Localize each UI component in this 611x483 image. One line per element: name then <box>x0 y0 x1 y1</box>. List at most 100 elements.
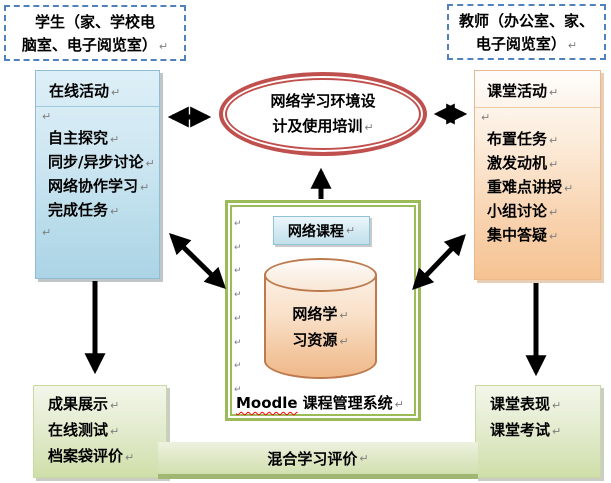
resources-line2-text: 习资源 <box>292 331 338 349</box>
cylinder-top <box>264 258 377 292</box>
students-location-box: 学生（家、学校电 脑室、电子阅览室）↵ <box>4 5 186 61</box>
paragraph-mark: ↵ <box>42 110 52 123</box>
list-item: 重难点讲授↵ <box>487 176 600 200</box>
training-ellipse: 网络学习环境设 计及使用培训↵ <box>219 72 427 156</box>
list-item: 在线测试↵ <box>48 418 166 444</box>
list-item: 课堂表现↵ <box>490 392 600 418</box>
resources-line1-text: 网络学 <box>292 305 338 323</box>
list-item: 完成任务↵ <box>48 199 159 223</box>
students-line1: 学生（家、学校电 <box>34 13 155 31</box>
list-item-text: 在线测试 <box>48 421 109 439</box>
empty-line: ↵ <box>36 107 159 125</box>
moodle-word: Moodle <box>236 394 298 412</box>
training-line2: 计及使用培训↵ <box>272 114 373 140</box>
list-item-text: 布置任务 <box>487 130 548 148</box>
paragraph-mark: ↵ <box>564 182 574 195</box>
paragraph-mark: ↵ <box>549 86 559 99</box>
list-item-text: 同步/异步讨论 <box>48 153 144 171</box>
paragraph-mark: ↵ <box>549 158 559 171</box>
paragraph-mark: ↵ <box>359 451 369 465</box>
classroom-activities-title: 课堂活动↵ <box>475 71 600 108</box>
paragraph-mark: ↵ <box>110 399 120 412</box>
list-item: 激发动机↵ <box>487 152 600 176</box>
list-item-text: 成果展示 <box>48 395 109 413</box>
list-item: 课堂考试↵ <box>490 418 600 444</box>
resources-line1: 网络学↵ <box>264 302 377 328</box>
online-activities-list: 自主探究↵同步/异步讨论↵网络协作学习↵完成任务↵ <box>36 125 159 223</box>
paragraph-mark: ↵ <box>552 425 562 438</box>
paragraph-mark: ↵ <box>234 384 242 395</box>
paragraph-mark: ↵ <box>234 242 242 253</box>
paragraph-mark: ↵ <box>158 40 169 53</box>
online-course-label: 网络课程 <box>287 223 344 240</box>
online-evaluation-box: 成果展示↵在线测试↵档案袋评价↵ <box>33 385 167 478</box>
list-item-text: 完成任务 <box>48 201 109 219</box>
paragraph-mark: ↵ <box>549 206 559 219</box>
list-item: 网络协作学习↵ <box>48 175 159 199</box>
paragraph-mark: ↵ <box>234 219 242 229</box>
classroom-evaluation-list: 课堂表现↵课堂考试↵ <box>476 386 600 444</box>
teachers-line2: 电子阅览室）↵ <box>455 33 598 57</box>
training-line1: 网络学习环境设 <box>270 91 376 110</box>
list-item: 同步/异步讨论↵ <box>48 151 159 175</box>
resources-label: 网络学↵ 习资源↵ <box>264 302 377 354</box>
title-text: 在线活动 <box>49 82 110 100</box>
students-line2: 脑室、电子阅览室）↵ <box>12 34 178 58</box>
blended-evaluation-label: 混合学习评价 <box>267 449 358 468</box>
list-item-text: 集中答疑 <box>487 226 548 244</box>
online-course-box: 网络课程↵ <box>273 216 370 245</box>
empty-line: ↵ <box>36 223 159 241</box>
paragraph-mark: ↵ <box>42 226 52 239</box>
paragraph-mark: ↵ <box>110 205 120 218</box>
paragraph-mark: ↵ <box>234 290 242 301</box>
paragraph-mark: ↵ <box>345 224 356 237</box>
paragraph-mark: ↵ <box>110 425 120 438</box>
list-item: 成果展示↵ <box>48 392 166 418</box>
paragraph-mark: ↵ <box>339 335 349 348</box>
paragraph-mark: ↵ <box>234 313 242 324</box>
list-item-text: 课堂表现 <box>490 395 551 413</box>
list-item-text: 档案袋评价 <box>48 447 124 465</box>
online-evaluation-list: 成果展示↵在线测试↵档案袋评价↵ <box>34 386 166 470</box>
paragraph-mark: ↵ <box>549 134 559 147</box>
list-item-text: 小组讨论 <box>487 202 548 220</box>
list-item: 小组讨论↵ <box>487 200 600 224</box>
students-line2-text: 脑室、电子阅览室） <box>21 36 157 54</box>
list-item: 档案袋评价↵ <box>48 444 166 470</box>
resources-database-cylinder: 网络学↵ 习资源↵ <box>264 258 377 379</box>
paragraph-mark: ↵ <box>234 266 242 277</box>
arrow-online-moodle <box>169 233 226 289</box>
list-item-text: 网络协作学习 <box>48 177 139 195</box>
classroom-activities-box: 课堂活动↵ ↵ 布置任务↵激发动机↵重难点讲授↵小组讨论↵集中答疑↵ <box>474 70 601 280</box>
empty-line: ↵ <box>475 108 600 126</box>
cylinder-body <box>264 275 377 379</box>
list-item: 布置任务↵ <box>487 128 600 152</box>
paragraph-mark: ↵ <box>339 309 349 322</box>
teachers-location-box: 教师（办公室、家、 电子阅览室）↵ <box>447 4 606 60</box>
resources-line2: 习资源↵ <box>264 328 377 354</box>
paragraph-mark: ↵ <box>110 133 120 146</box>
teachers-line2-text: 电子阅览室） <box>475 35 566 53</box>
list-item-text: 激发动机 <box>487 154 548 172</box>
teachers-line1: 教师（办公室、家、 <box>458 12 594 30</box>
training-line2-text: 计及使用培训 <box>272 116 363 135</box>
paragraph-mark: ↵ <box>125 451 135 464</box>
classroom-evaluation-box: 课堂表现↵课堂考试↵ <box>475 385 601 478</box>
paragraph-mark: ↵ <box>140 181 150 194</box>
list-item-text: 重难点讲授 <box>487 178 563 196</box>
list-item: 自主探究↵ <box>48 127 159 151</box>
blended-evaluation-bar: 混合学习评价↵ <box>158 442 478 479</box>
paragraph-mark: ↵ <box>394 398 404 411</box>
online-activities-box: 在线活动↵ ↵ 自主探究↵同步/异步讨论↵网络协作学习↵完成任务↵ ↵ <box>35 70 160 279</box>
arrow-moodle-classroom <box>412 233 466 291</box>
list-item-text: 课堂考试 <box>490 421 551 439</box>
paragraph-mark: ↵ <box>364 120 374 134</box>
list-item: 集中答疑↵ <box>487 224 600 248</box>
margin-paragraph-marks: ↵ ↵ ↵ ↵ ↵ ↵ ↵ ↵ <box>234 219 242 395</box>
title-text: 课堂活动 <box>487 82 548 100</box>
paragraph-mark: ↵ <box>234 337 242 348</box>
paragraph-mark: ↵ <box>234 361 242 372</box>
paragraph-mark: ↵ <box>549 230 559 243</box>
